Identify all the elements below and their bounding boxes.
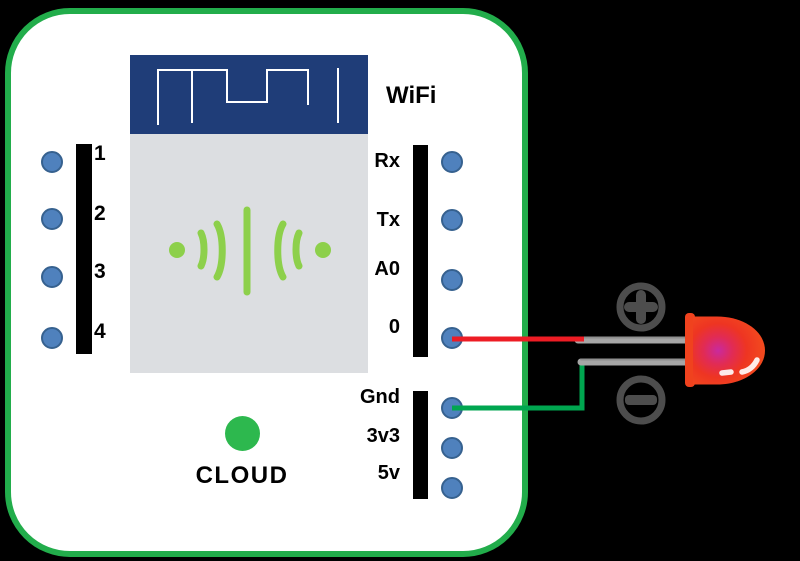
led-icon (685, 313, 765, 387)
led-flange (685, 313, 695, 387)
pin-3v3 (441, 437, 463, 459)
pin-a0 (441, 269, 463, 291)
pin-tx (441, 209, 463, 231)
pin-1 (41, 151, 63, 173)
minus-polarity-icon (616, 375, 666, 425)
led-highlight-dash (719, 369, 734, 376)
pin-rx (441, 151, 463, 173)
pin-rx-label: Rx (374, 150, 400, 172)
pin-5v-label: 5v (377, 462, 400, 484)
pin-2 (41, 208, 63, 230)
power-pin-header-bar (413, 391, 428, 499)
pin-a0-label: A0 (374, 258, 400, 280)
cloud-label: CLOUD (195, 462, 289, 489)
pin-3v3-label: 3v3 (366, 425, 400, 447)
plus-polarity-icon (616, 282, 666, 332)
pin-3 (41, 266, 63, 288)
led-highlight-arc (739, 357, 760, 375)
pin-2-label: 2 (94, 202, 106, 225)
left-pin-header-bar (76, 144, 92, 354)
pin-tx-label: Tx (376, 209, 400, 231)
io-pin-header-bar (413, 145, 428, 357)
antenna-banner (130, 55, 368, 134)
pin-4-label: 4 (94, 320, 106, 343)
pin-3-label: 3 (94, 260, 106, 283)
pin-4 (41, 327, 63, 349)
chip-body (130, 134, 368, 373)
cloud-led-icon (225, 416, 260, 451)
pin-1-label: 1 (94, 142, 106, 165)
pin-gnd-label: Gnd (360, 386, 400, 408)
signal-wave-icon (169, 206, 331, 296)
wifi-label: WiFi (386, 82, 437, 109)
pin-0-label: 0 (388, 316, 400, 338)
square-wave-icon (157, 68, 339, 125)
pin-5v (441, 477, 463, 499)
cathode-wire (452, 361, 585, 411)
